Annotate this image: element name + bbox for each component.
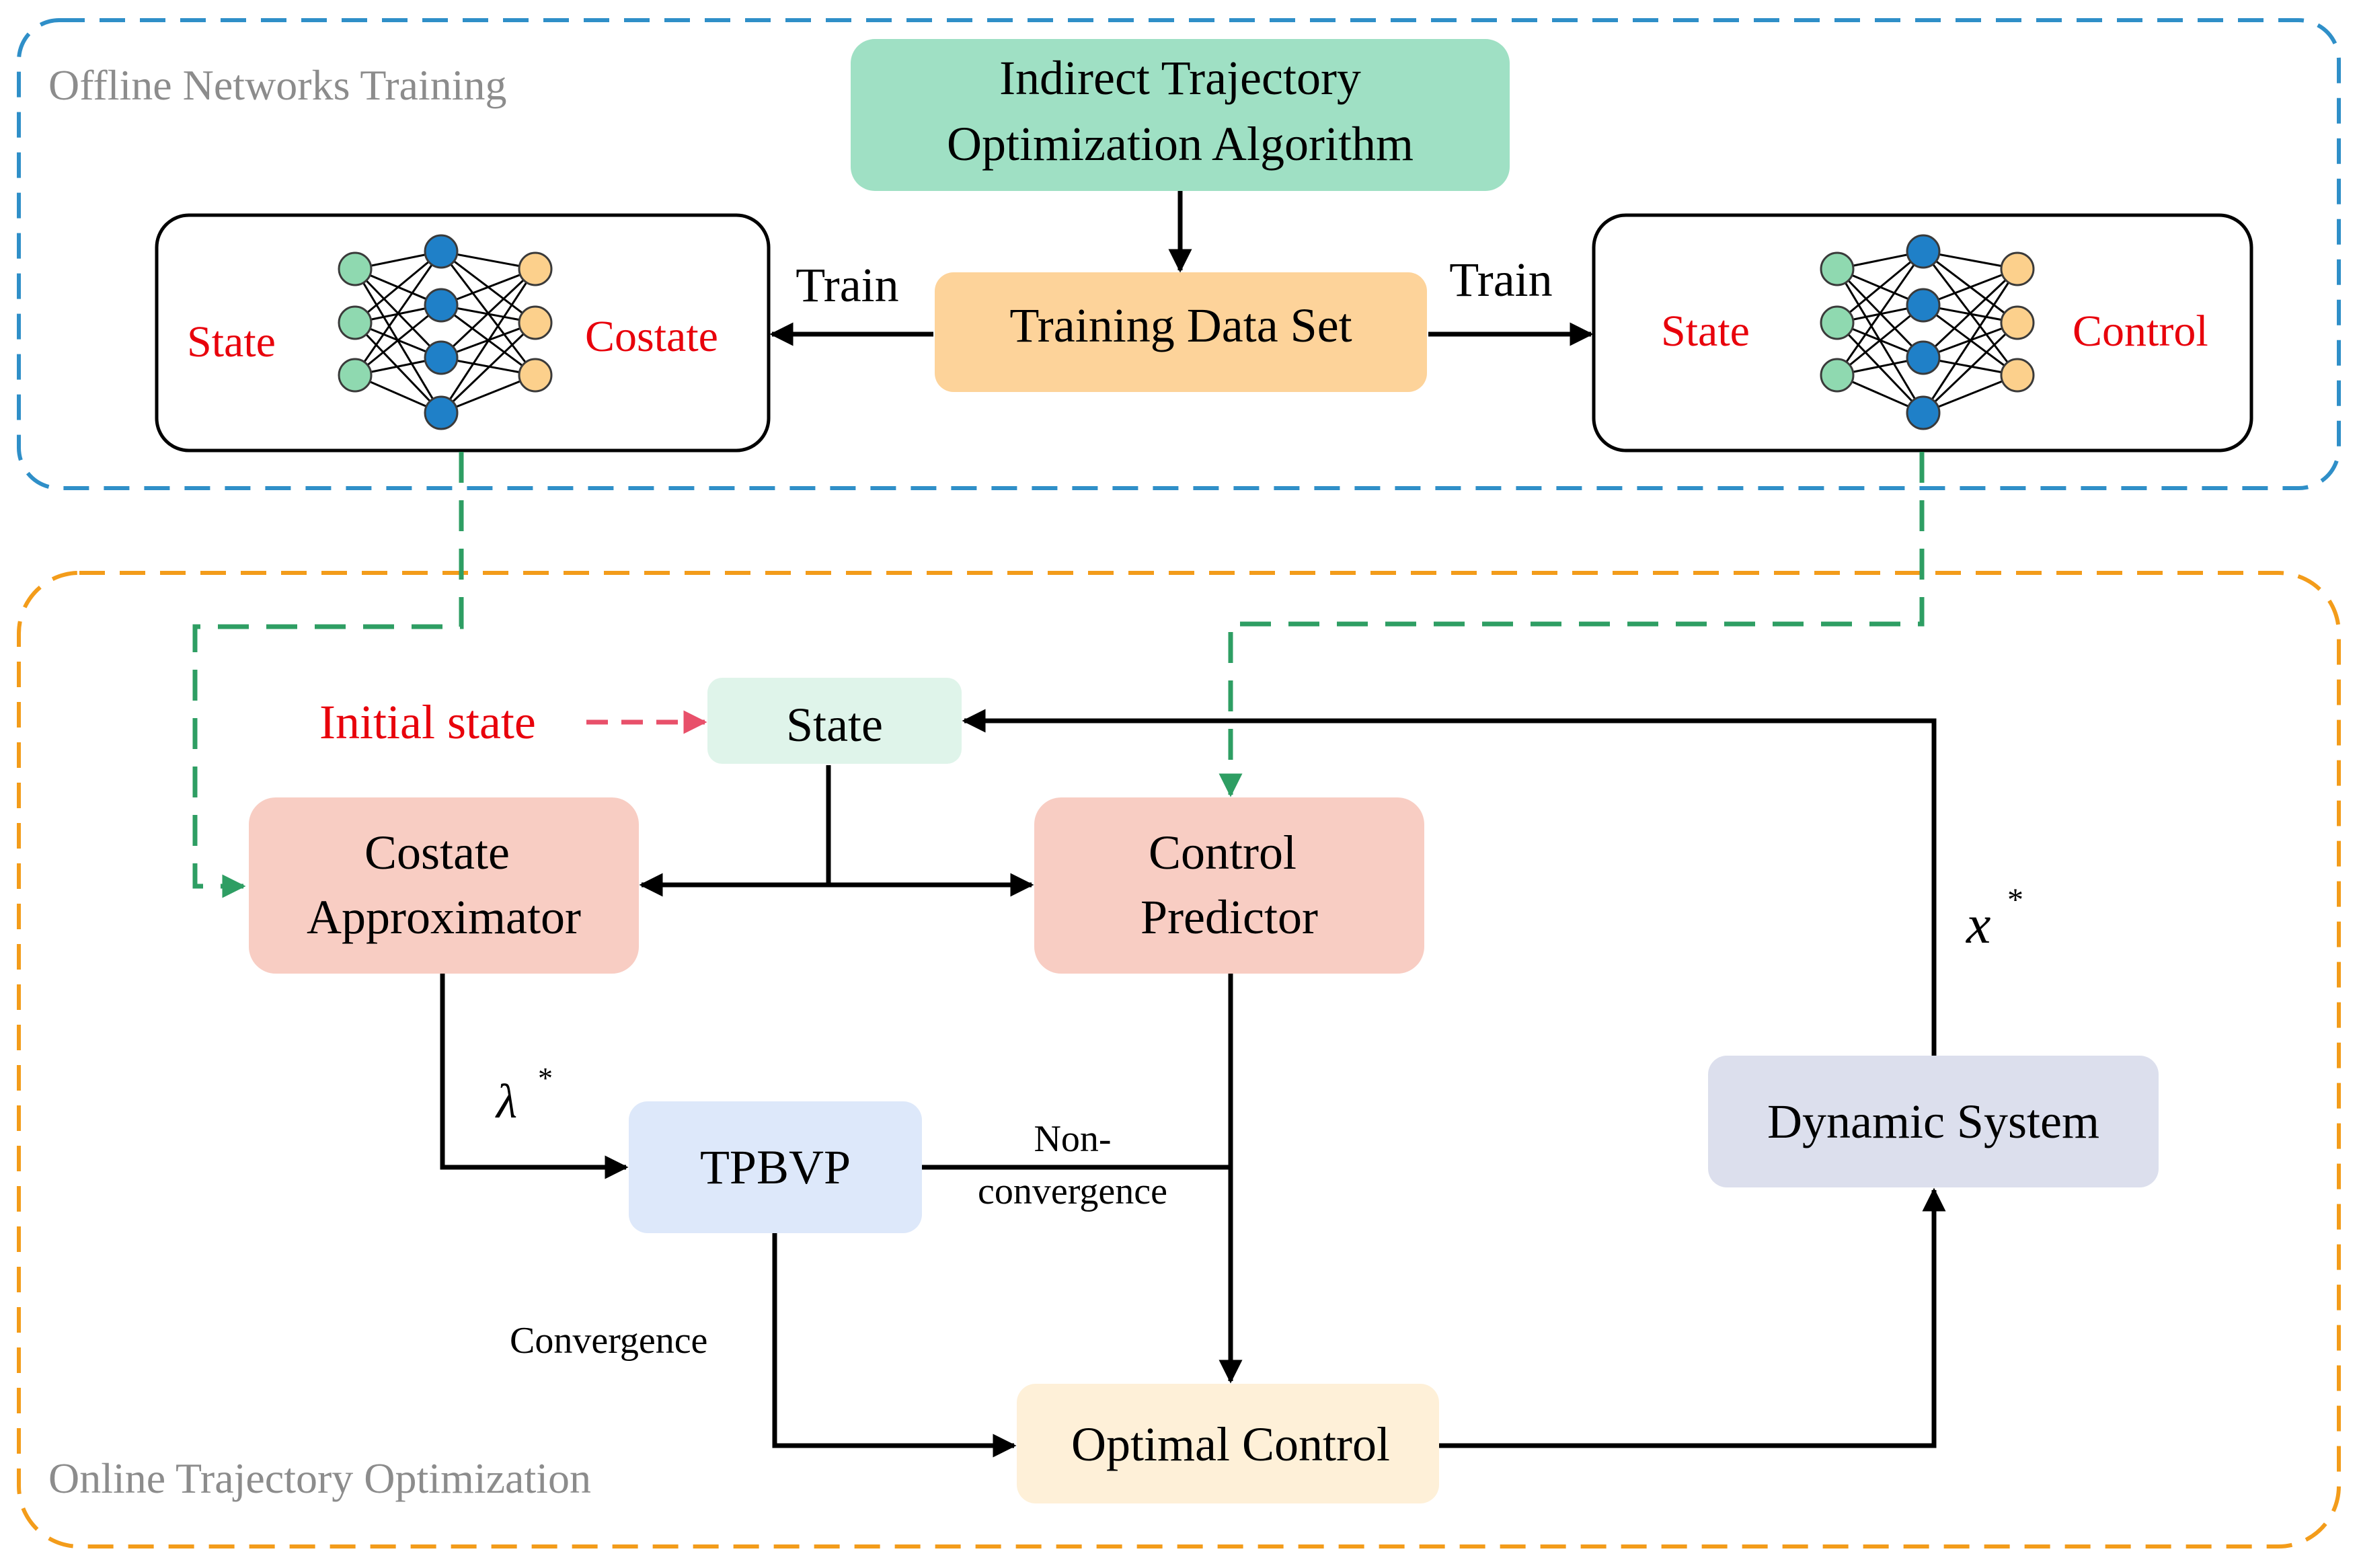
indirect-algorithm-line2: Optimization Algorithm bbox=[947, 117, 1414, 171]
network-output-node bbox=[518, 251, 553, 286]
network-edge bbox=[1836, 250, 1924, 324]
costate-network-input-label: State bbox=[187, 317, 276, 366]
online-region bbox=[17, 571, 2341, 1549]
control-network-box bbox=[1592, 213, 2253, 453]
network-edge bbox=[440, 268, 537, 359]
network-input-node bbox=[1820, 358, 1855, 393]
non-convergence-line2: convergence bbox=[978, 1171, 1167, 1212]
network-output-node bbox=[518, 358, 553, 393]
network-hidden-node bbox=[424, 340, 459, 375]
control-network-icon bbox=[1820, 234, 2035, 430]
network-edge bbox=[354, 251, 442, 376]
online-region-label: Online Trajectory Optimization bbox=[48, 1454, 591, 1502]
network-input-node bbox=[338, 251, 373, 286]
x-star-label: x bbox=[1966, 894, 1990, 955]
tpbvp-box bbox=[629, 1101, 922, 1233]
indirect-algorithm-box bbox=[851, 39, 1510, 191]
lambda-star-label: λ bbox=[495, 1074, 517, 1128]
network-output-node bbox=[518, 305, 553, 340]
network-edge bbox=[440, 321, 537, 414]
network-edge bbox=[354, 304, 442, 377]
network-edge bbox=[354, 321, 442, 414]
x-star-superscript: * bbox=[2007, 882, 2023, 918]
network-input-node bbox=[1820, 251, 1855, 286]
non-convergence-line1: Non- bbox=[1034, 1118, 1111, 1160]
costate-approximator-line1: Costate bbox=[364, 826, 510, 879]
network-output-node bbox=[2000, 358, 2035, 393]
network-edge bbox=[1922, 321, 2019, 414]
network-edge bbox=[1836, 251, 1925, 376]
optimal-control-box bbox=[1017, 1384, 1439, 1503]
control-network-deploy-arrow bbox=[1219, 452, 1925, 797]
offline-region bbox=[17, 18, 2341, 490]
control-network-output-label: Control bbox=[2073, 307, 2208, 356]
control-predictor-line2: Predictor bbox=[1140, 890, 1318, 944]
network-edge bbox=[1836, 321, 1925, 414]
network-input-node bbox=[338, 305, 373, 340]
tpbvp-convergence-arrow bbox=[772, 1233, 1017, 1458]
network-input-node bbox=[338, 358, 373, 393]
training-data-set-box bbox=[935, 272, 1427, 392]
dynamic-system-label: Dynamic System bbox=[1767, 1095, 2099, 1148]
network-output-node bbox=[2000, 305, 2035, 340]
network-hidden-node bbox=[424, 288, 459, 323]
network-edge bbox=[1922, 268, 2019, 414]
network-hidden-node bbox=[1906, 234, 1941, 269]
state-label: State bbox=[786, 698, 883, 752]
initial-state-label: Initial state bbox=[319, 695, 536, 749]
offline-region-label: Offline Networks Training bbox=[48, 61, 506, 109]
tpbvp-label: TPBVP bbox=[700, 1140, 851, 1194]
network-edge bbox=[1836, 304, 1924, 377]
network-hidden-node bbox=[1906, 395, 1941, 430]
costate-network-deploy-arrow bbox=[192, 452, 464, 898]
indirect-algorithm-line1: Indirect Trajectory bbox=[999, 51, 1361, 105]
costate-network-box bbox=[155, 213, 771, 453]
convergence-label: Convergence bbox=[510, 1320, 707, 1362]
costate-approximator-box bbox=[249, 797, 639, 974]
network-edge bbox=[1922, 268, 2019, 359]
control-predictor-line1: Control bbox=[1149, 826, 1297, 879]
costate-network-icon bbox=[338, 234, 553, 430]
network-hidden-node bbox=[424, 234, 459, 269]
network-input-node bbox=[1820, 305, 1855, 340]
network-hidden-node bbox=[424, 395, 459, 430]
state-box bbox=[707, 678, 962, 764]
dynamic-system-feedback-arrow bbox=[962, 709, 1937, 1056]
network-output-node bbox=[2000, 251, 2035, 286]
train-right-label: Train bbox=[1449, 253, 1552, 307]
control-predictor-box bbox=[1034, 797, 1424, 974]
train-left-label: Train bbox=[796, 258, 898, 312]
costate-network-output-label: Costate bbox=[585, 312, 718, 361]
network-hidden-node bbox=[1906, 288, 1941, 323]
network-edge bbox=[440, 268, 537, 414]
costate-approximator-line2: Approximator bbox=[307, 890, 581, 944]
lambda-star-superscript: * bbox=[538, 1062, 553, 1095]
control-network-input-label: State bbox=[1661, 307, 1750, 356]
network-edge bbox=[354, 250, 442, 324]
dynamic-system-box bbox=[1708, 1056, 2159, 1187]
optimal-control-to-dynamic-system-arrow bbox=[1439, 1187, 1946, 1448]
training-data-set-label: Training Data Set bbox=[1009, 299, 1352, 352]
network-hidden-node bbox=[1906, 340, 1941, 375]
optimal-control-label: Optimal Control bbox=[1071, 1417, 1390, 1471]
costate-to-tpbvp-arrow bbox=[440, 974, 629, 1179]
